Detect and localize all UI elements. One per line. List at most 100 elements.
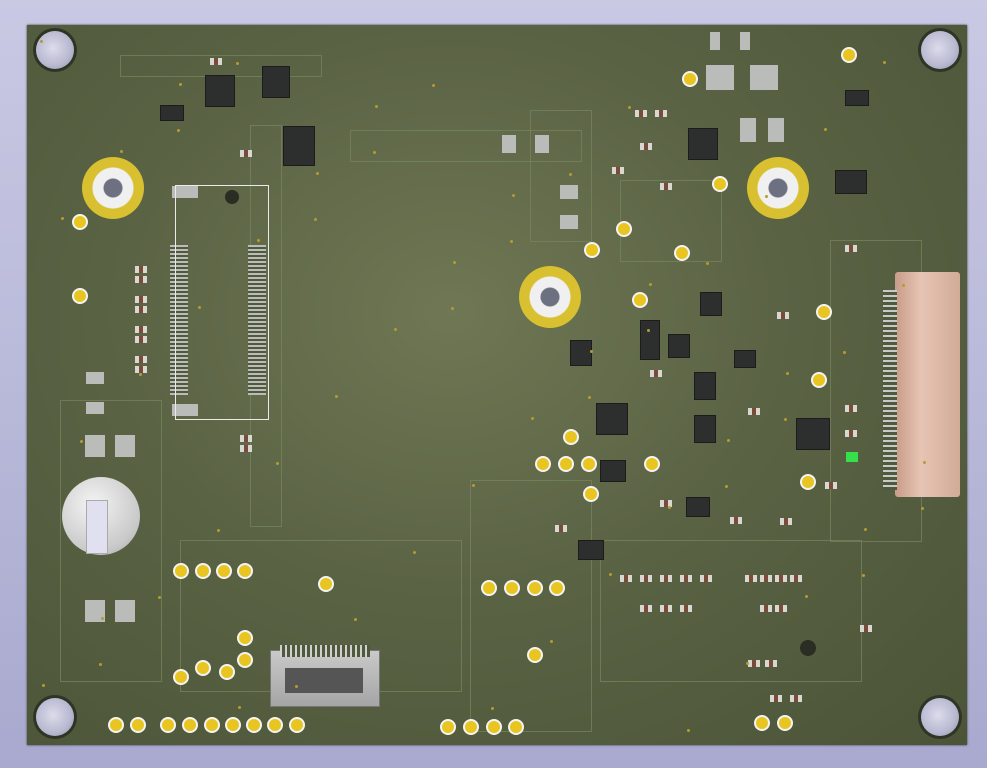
passive-component-icon <box>790 575 802 582</box>
passive-component-icon <box>135 366 147 373</box>
ic-chip-icon <box>734 350 756 368</box>
test-point-icon <box>537 458 549 470</box>
test-point-icon <box>74 290 86 302</box>
via-icon <box>179 83 182 86</box>
mounting-hole-icon <box>36 698 74 736</box>
ic-chip-icon <box>570 340 592 366</box>
ic-chip-icon <box>688 128 718 160</box>
via-icon <box>923 461 926 464</box>
standoff-icon <box>519 266 581 328</box>
ic-chip-icon <box>262 66 290 98</box>
test-point-icon <box>132 719 144 731</box>
passive-component-icon <box>640 575 652 582</box>
passive-component-icon <box>240 445 252 452</box>
via-icon <box>588 396 591 399</box>
test-point-icon <box>818 306 830 318</box>
smd-pad <box>535 135 549 153</box>
passive-component-icon <box>748 408 760 415</box>
smd-pad <box>115 600 135 622</box>
passive-component-icon <box>770 695 782 702</box>
via-icon <box>647 329 650 332</box>
test-point-icon <box>184 719 196 731</box>
passive-component-icon <box>135 296 147 303</box>
ic-chip-icon <box>835 170 867 194</box>
test-point-icon <box>269 719 281 731</box>
passive-component-icon <box>790 695 802 702</box>
test-point-icon <box>206 719 218 731</box>
trace <box>530 110 592 242</box>
via-icon <box>765 195 768 198</box>
mounting-hole-icon <box>921 31 959 69</box>
via-icon <box>805 595 808 598</box>
ic-chip-icon <box>205 75 235 107</box>
fpc-connector-right <box>248 245 266 395</box>
via-icon <box>628 106 631 109</box>
smd-pad <box>740 118 756 142</box>
battery-clip <box>86 500 108 554</box>
trace <box>350 130 582 162</box>
via-icon <box>864 528 867 531</box>
passive-component-icon <box>660 575 672 582</box>
test-point-icon <box>634 294 646 306</box>
passive-component-icon <box>660 605 672 612</box>
via-icon <box>746 662 749 665</box>
smd-pad <box>560 215 578 229</box>
test-point-icon <box>175 565 187 577</box>
passive-component-icon <box>780 518 792 525</box>
ic-chip-icon <box>686 497 710 517</box>
ic-chip-icon <box>596 403 628 435</box>
smd-pad <box>768 118 784 142</box>
test-point-icon <box>551 582 563 594</box>
standoff-icon <box>82 157 144 219</box>
trace <box>600 540 862 682</box>
test-point-icon <box>465 721 477 733</box>
passive-component-icon <box>845 430 857 437</box>
connector-pins-bottom <box>280 645 370 657</box>
via-icon <box>902 284 905 287</box>
passive-component-icon <box>765 660 777 667</box>
passive-component-icon <box>240 150 252 157</box>
via-icon <box>668 506 671 509</box>
test-point-icon <box>110 719 122 731</box>
via-icon <box>335 395 338 398</box>
test-point-icon <box>676 247 688 259</box>
smd-pad <box>85 435 105 457</box>
via-icon <box>101 617 104 620</box>
passive-component-icon <box>825 482 837 489</box>
via-icon <box>394 328 397 331</box>
passive-component-icon <box>620 575 632 582</box>
via-icon <box>784 418 787 421</box>
passive-component-icon <box>635 110 647 117</box>
test-point-icon <box>506 582 518 594</box>
ic-chip-icon <box>694 372 716 400</box>
ic-chip-icon <box>845 90 869 106</box>
smd-pad <box>85 600 105 622</box>
via-icon <box>451 307 454 310</box>
via-icon <box>824 128 827 131</box>
ic-chip-icon <box>694 415 716 443</box>
smd-pad <box>706 65 734 90</box>
via-icon <box>314 218 317 221</box>
test-point-icon <box>74 216 86 228</box>
via-icon <box>921 507 924 510</box>
passive-component-icon <box>612 167 624 174</box>
test-point-icon <box>239 632 251 644</box>
passive-component-icon <box>135 266 147 273</box>
passive-component-icon <box>240 435 252 442</box>
test-point-icon <box>239 654 251 666</box>
passive-component-icon <box>777 312 789 319</box>
test-point-icon <box>442 721 454 733</box>
test-point-icon <box>175 671 187 683</box>
footprint-outline <box>175 185 269 420</box>
smd-pad <box>172 186 198 198</box>
via-icon <box>139 373 142 376</box>
test-point-icon <box>779 717 791 729</box>
test-point-icon <box>714 178 726 190</box>
passive-component-icon <box>135 336 147 343</box>
via-icon <box>491 707 494 710</box>
smd-pad <box>115 435 135 457</box>
passive-component-icon <box>680 605 692 612</box>
passive-component-icon <box>660 500 672 507</box>
ic-chip-icon <box>668 334 690 358</box>
passive-component-icon <box>655 110 667 117</box>
